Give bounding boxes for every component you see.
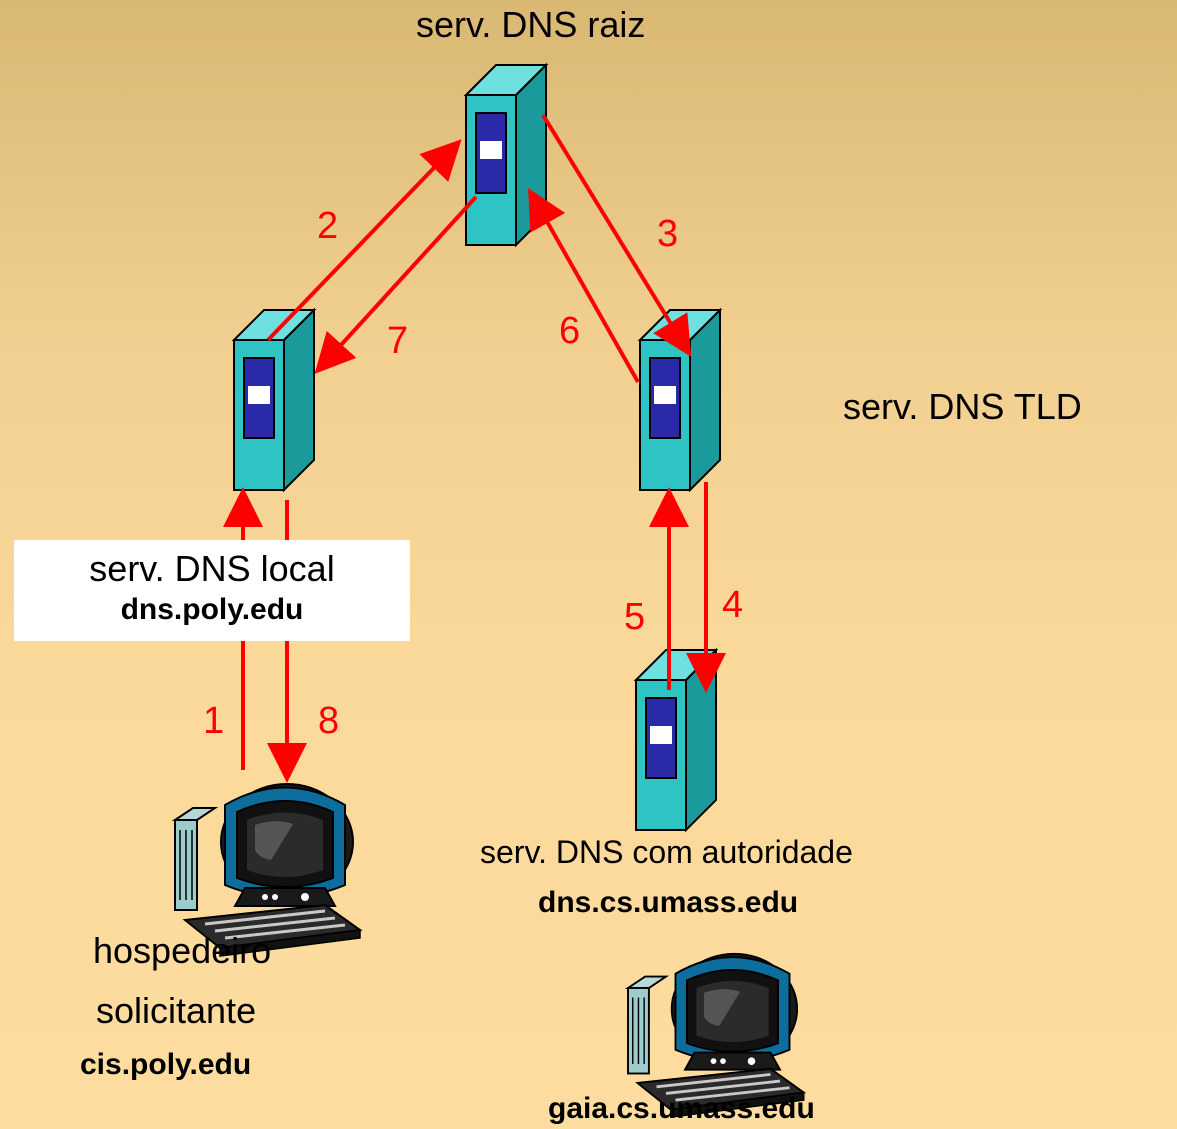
step-label-4: 4 [722, 584, 744, 626]
local-server-label-box: serv. DNS local dns.poly.edu [14, 540, 410, 641]
root-server-label: serv. DNS raiz [416, 4, 646, 45]
step-label-1: 1 [203, 700, 225, 742]
arrow-step-3 [541, 113, 692, 357]
arrow-step-6 [528, 188, 640, 383]
root-server-icon [465, 64, 547, 246]
tld-server-label: serv. DNS TLD [843, 386, 1082, 427]
step-label-7: 7 [387, 320, 409, 362]
auth-server-host: dns.cs.umass.edu [538, 886, 799, 919]
step-label-6: 6 [559, 310, 581, 352]
requesting-host-label-line1: hospedeiro [93, 930, 272, 971]
requesting-host-name: cis.poly.edu [80, 1048, 252, 1081]
arrow-step-2 [266, 139, 462, 342]
arrow-step-7 [314, 195, 478, 374]
step-label-3: 3 [657, 213, 679, 255]
local-server-icon [233, 309, 315, 491]
step-label-2: 2 [317, 205, 339, 247]
target-host-name: gaia.cs.umass.edu [548, 1092, 815, 1125]
local-server-host: dns.poly.edu [120, 593, 304, 627]
requesting-host-label-line2: solicitante [96, 990, 257, 1031]
local-server-label: serv. DNS local [89, 548, 335, 589]
step-label-5: 5 [624, 596, 646, 638]
auth-server-label: serv. DNS com autoridade [480, 834, 853, 870]
step-label-8: 8 [318, 700, 340, 742]
